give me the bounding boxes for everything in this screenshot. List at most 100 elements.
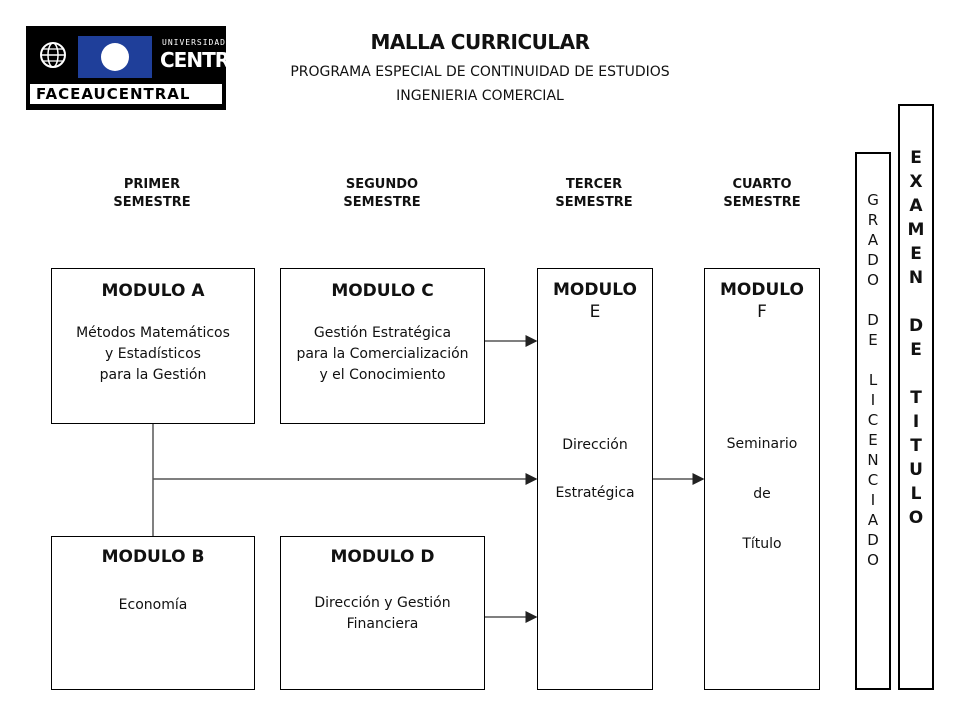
semester-4-line1: CUARTO: [732, 177, 792, 192]
module-a-box: MODULO A Métodos Matemáticos y Estadísti…: [51, 268, 255, 424]
module-c-line3: y el Conocimiento: [319, 367, 446, 383]
semester-3-line1: TERCER: [565, 177, 623, 192]
module-e-title-line2: E: [589, 302, 601, 322]
semester-2-line1: SEGUNDO: [345, 177, 419, 192]
semester-1-line2: SEMESTRE: [113, 195, 191, 210]
module-f-description: Seminario de Título: [709, 419, 815, 569]
module-d-line2: Financiera: [346, 616, 419, 632]
semester-heading-1: PRIMER SEMESTRE: [72, 176, 232, 212]
grado-word-3-letter: E: [868, 431, 878, 449]
module-b-description: Economía: [56, 595, 250, 616]
university-logo: UNIVERSIDAD CENTRAL FACEAUCENTRAL: [26, 26, 256, 110]
grado-word-2-letter: D: [867, 311, 879, 329]
program-name: INGENIERIA COMERCIAL: [396, 88, 564, 104]
module-a-line2: y Estadísticos: [105, 346, 201, 362]
examen-word-1-letter: A: [909, 196, 923, 216]
grado-word-3-letter: N: [867, 451, 879, 469]
module-f-title: MODULO F: [705, 279, 819, 323]
semester-heading-4: CUARTO SEMESTRE: [682, 176, 842, 212]
grado-word-3-letter: C: [867, 471, 879, 489]
module-d-box: MODULO D Dirección y Gestión Financiera: [280, 536, 485, 690]
examen-word-3-letter: T: [910, 436, 922, 456]
module-e-line1: Dirección: [562, 437, 628, 453]
grado-word-3-letter: C: [867, 411, 879, 429]
module-f-title-line2: F: [757, 302, 767, 322]
semester-2-line2: SEMESTRE: [343, 195, 421, 210]
grado-word-1-letter: A: [867, 231, 879, 249]
logo-faculty-label: FACEAUCENTRAL: [36, 85, 191, 103]
semester-1-line1: PRIMER: [123, 177, 181, 192]
module-c-box: MODULO C Gestión Estratégica para la Com…: [280, 268, 485, 424]
module-a-line3: para la Gestión: [99, 367, 207, 383]
module-d-title: MODULO D: [330, 547, 435, 567]
examen-word-3-letter: L: [910, 484, 922, 504]
module-f-line3: Título: [742, 536, 782, 552]
logo-university-label: UNIVERSIDAD: [162, 38, 226, 47]
grado-word-3-letter: A: [867, 511, 879, 529]
semester-heading-3: TERCER SEMESTRE: [514, 176, 674, 212]
module-e-title-line1: MODULO: [553, 280, 637, 300]
grado-word-3-letter: I: [870, 491, 876, 509]
grado-word-3-letter: D: [867, 531, 879, 549]
grado-word-3-letter: I: [870, 391, 876, 409]
module-e-line2: Estratégica: [555, 485, 635, 501]
module-c-line2: para la Comercialización: [296, 346, 469, 362]
examen-word-3-letter: T: [910, 388, 922, 408]
module-a-line1: Métodos Matemáticos: [76, 325, 230, 341]
module-e-description: Dirección Estratégica: [542, 421, 648, 517]
module-e-box: MODULO E Dirección Estratégica: [537, 268, 653, 690]
program-subtitle: PROGRAMA ESPECIAL DE CONTINUIDAD DE ESTU…: [290, 64, 670, 80]
module-e-title: MODULO E: [538, 279, 652, 323]
examen-word-1-letter: E: [910, 148, 922, 168]
module-c-title: MODULO C: [331, 281, 434, 301]
examen-word-1-letter: E: [910, 244, 922, 264]
globe-icon: [40, 42, 66, 68]
semester-heading-2: SEGUNDO SEMESTRE: [302, 176, 462, 212]
semester-3-line2: SEMESTRE: [555, 195, 633, 210]
page-title: MALLA CURRICULAR: [370, 30, 590, 54]
logo-top-band: UNIVERSIDAD CENTRAL: [28, 28, 256, 84]
logo-central-label: CENTRAL: [160, 48, 256, 72]
module-c-description: Gestión Estratégica para la Comercializa…: [285, 323, 480, 386]
logo-emblem: [78, 36, 152, 78]
module-f-line1: Seminario: [726, 436, 798, 452]
examen-word-2-letter: D: [908, 316, 924, 336]
examen-word-1-letter: M: [907, 220, 925, 240]
examen-word-1-letter: N: [908, 268, 924, 288]
module-d-line1: Dirección y Gestión: [314, 595, 451, 611]
module-d-description: Dirección y Gestión Financiera: [285, 593, 480, 635]
examen-word-3-letter: U: [909, 460, 923, 480]
grado-word-1-letter: G: [867, 191, 879, 209]
examen-word-3-letter: O: [908, 508, 924, 528]
module-f-box: MODULO F Seminario de Título: [704, 268, 820, 690]
grado-word-2-letter: E: [868, 331, 878, 349]
module-b-box: MODULO B Economía: [51, 536, 255, 690]
grado-word-3-letter: O: [867, 551, 879, 569]
module-f-line2: de: [753, 486, 771, 502]
module-b-line1: Economía: [118, 597, 188, 613]
module-b-title: MODULO B: [101, 547, 205, 567]
examen-word-1-letter: X: [909, 172, 923, 192]
examen-word-3-letter: I: [912, 412, 920, 432]
module-a-title: MODULO A: [101, 281, 205, 301]
semester-4-line2: SEMESTRE: [723, 195, 801, 210]
module-a-description: Métodos Matemáticos y Estadísticos para …: [56, 323, 250, 386]
grado-word-1-letter: R: [867, 211, 879, 229]
grado-word-1-letter: O: [867, 271, 879, 289]
grado-word-1-letter: D: [867, 251, 879, 269]
module-f-title-line1: MODULO: [720, 280, 804, 300]
logo-faculty-band: FACEAUCENTRAL: [28, 84, 224, 106]
examen-word-2-letter: E: [910, 340, 922, 360]
grado-word-3-letter: L: [868, 371, 878, 389]
